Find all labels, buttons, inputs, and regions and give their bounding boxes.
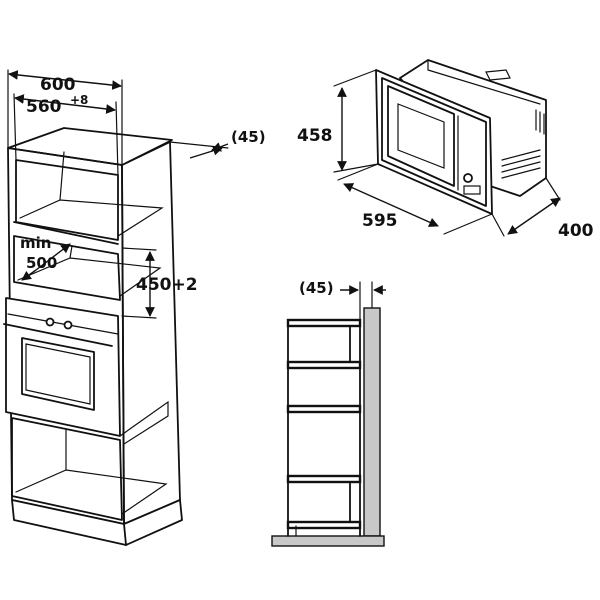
tall-cabinet-drawing xyxy=(3,69,229,546)
microwave-drawing xyxy=(333,59,561,237)
inner-width-tolerance: +8 xyxy=(70,93,88,107)
cabinet-back-gap-label: (45) xyxy=(231,128,266,146)
microwave-height-label: 458 xyxy=(297,126,333,146)
microwave-depth-label: 400 xyxy=(558,221,594,241)
microwave-width-label: 595 xyxy=(362,211,398,231)
side-view-drawing xyxy=(271,281,386,547)
side-back-gap-label: (45) xyxy=(299,279,334,297)
outer-width-label: 600 xyxy=(40,75,76,95)
min-depth-value: 500 xyxy=(26,254,57,272)
min-label: min xyxy=(20,234,51,252)
niche-height-label: 450+2 xyxy=(136,275,198,295)
inner-width-label: 560 xyxy=(26,97,62,117)
